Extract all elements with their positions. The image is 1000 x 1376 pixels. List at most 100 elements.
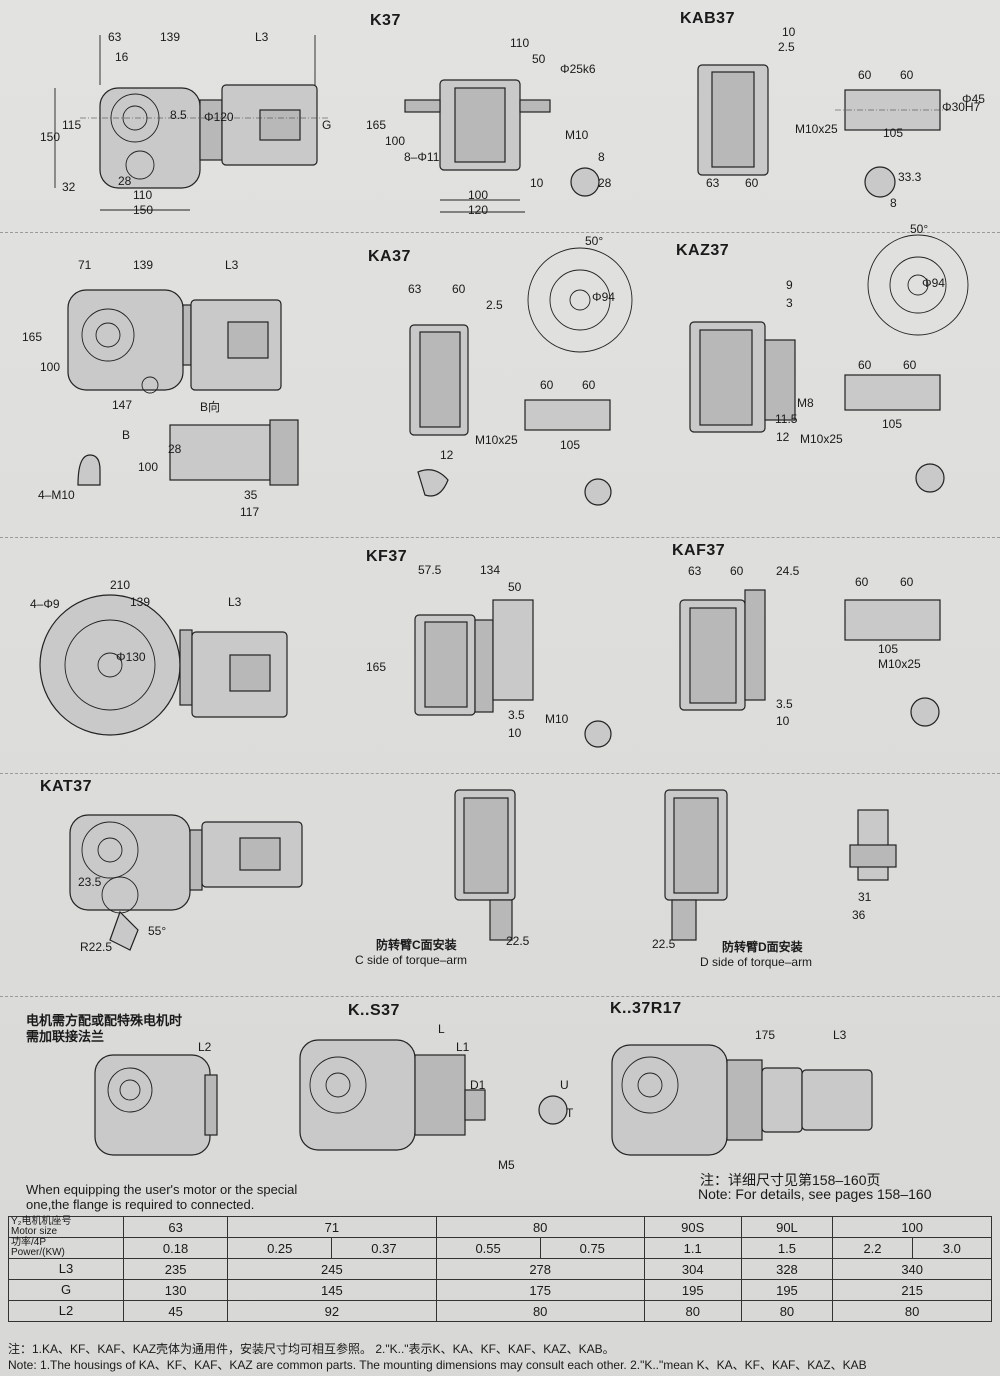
table-cell: 71 [227,1216,437,1238]
dim-label: 110 [510,36,530,50]
table-cell: 130 [122,1279,229,1301]
table-cell: 0.75 [539,1237,645,1259]
dim-label: 8.5 [170,108,187,122]
dim-label: 50° [585,234,604,248]
dim-label: 120 [468,203,489,217]
table-cell: 80 [435,1216,645,1238]
section-divider [0,232,1000,538]
dim-label: M10x25 [475,433,518,447]
dim-label: 105 [882,417,903,431]
dim-label: L3 [255,30,269,44]
dim-label: 60 [855,575,869,589]
dim-label: T [566,1106,574,1120]
dim-label: Φ25k6 [560,62,596,76]
dim-label: 60 [900,575,914,589]
dim-label: 165 [366,118,387,132]
dim-label: 63 [408,282,422,296]
details-note-cn: 注：详细尺寸见第158–160页 [700,1172,881,1188]
row-header: G [8,1279,124,1301]
dim-label: 3.5 [776,697,793,711]
table-cell: 0.25 [227,1237,333,1259]
dim-label: M8 [797,396,814,410]
dim-label: 175 [755,1028,776,1042]
dim-label: D1 [470,1078,486,1092]
dim-label: L1 [456,1040,470,1054]
torque-arm-c-cn: 防转臂C面安装 [376,938,457,952]
dim-label: 24.5 [776,564,800,578]
dim-label: 60 [540,378,554,392]
dim-label: L2 [198,1040,212,1054]
footnote-cn: 注：1.KA、KF、KAF、KAZ壳体为通用件，安装尺寸均可相互参照。 2."K… [8,1342,615,1356]
dim-label: L3 [833,1028,847,1042]
k37-side-view [54,35,330,211]
table-cell: 215 [832,1279,992,1301]
dim-label: 50 [532,52,546,66]
dim-label: 139 [130,595,151,609]
row-header: L3 [8,1258,124,1280]
dim-label: 100 [468,188,489,202]
title-k37r17: K..37R17 [610,1000,682,1017]
kab37-views [697,64,955,198]
dim-label: G [322,118,332,132]
dim-label: 105 [560,438,581,452]
dim-label: 8 [598,150,605,164]
dim-label: 100 [40,360,61,374]
dim-label: 3.5 [508,708,525,722]
dim-label: R22.5 [80,940,113,954]
dim-label: 22.5 [652,937,676,951]
title-kab37: KAB37 [680,10,735,27]
table-cell: 80 [740,1300,834,1322]
table-row: G 130 145 175 195 195 215 [8,1279,992,1301]
dim-label: 2.5 [778,40,795,54]
title-k37: K37 [370,12,401,29]
section-divider [0,537,1000,774]
dim-label: 50° [910,222,929,236]
dim-label: 22.5 [506,934,530,948]
table-cell: 304 [643,1258,742,1280]
table-cell: 3.0 [911,1237,993,1259]
section-divider [0,0,1000,233]
dim-label: Φ30H7 [942,100,981,114]
dim-label: L3 [225,258,239,272]
table-cell: 1.1 [643,1237,742,1259]
title-kaz37: KAZ37 [676,242,730,259]
dim-label: 10 [782,25,796,39]
dim-label: 10 [530,176,544,190]
kaf37-views [679,589,941,727]
dim-label: 16 [115,50,129,64]
kf37-side-view [39,594,288,736]
dim-label: 105 [883,126,904,140]
table-cell: 195 [740,1279,834,1301]
dim-label: M10 [545,712,569,726]
kaz37-views [689,234,969,493]
footnote-en: Note: 1.The housings of KA、KF、KAF、KAZ ar… [8,1358,867,1372]
dim-label: 150 [133,203,154,217]
table-cell: 0.18 [122,1237,229,1259]
table-cell: 2.2 [832,1237,913,1259]
dim-label: L [438,1022,445,1036]
dim-label: 100 [138,460,159,474]
table-cell: 1.5 [740,1237,834,1259]
dim-label: 60 [730,564,744,578]
dim-label: 28 [168,442,182,456]
table-cell: 195 [643,1279,742,1301]
dim-label: 33.3 [898,170,922,184]
dim-label: 32 [62,180,76,194]
dim-label: Φ94 [922,276,945,290]
dim-label: L3 [228,595,242,609]
dim-label: 8–Φ11 [404,150,440,164]
table-cell: 245 [227,1258,437,1280]
details-note-en: Note: For details, see pages 158–160 [698,1186,932,1202]
table-cell: 63 [122,1216,229,1238]
ka37-side-view [67,289,299,486]
dim-label: 63 [688,564,702,578]
dim-label: 117 [240,505,260,519]
flange-note-en-line2: one,the flange is required to connected. [26,1197,255,1212]
table-cell: 80 [832,1300,992,1322]
dim-label: 36 [852,908,866,922]
